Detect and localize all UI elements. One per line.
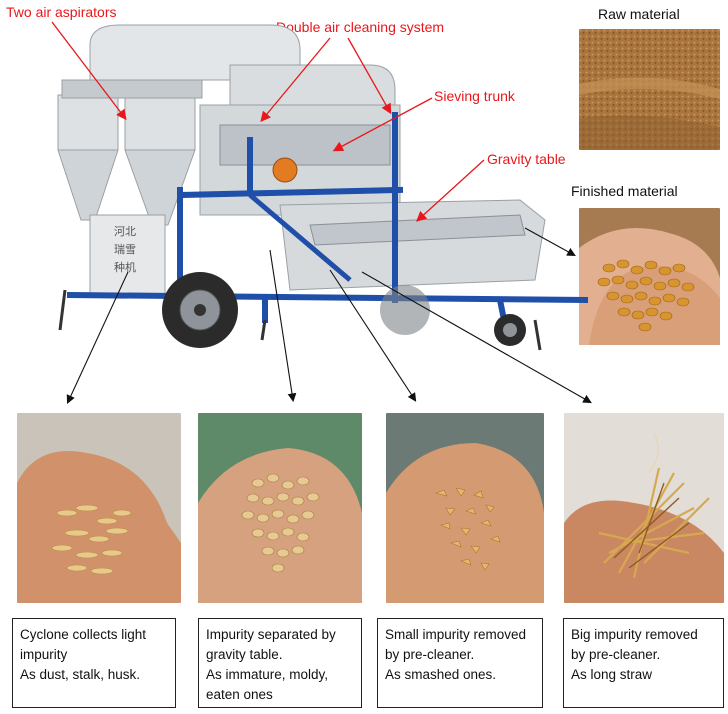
caption-gravity-line-2: gravity table. bbox=[206, 647, 283, 662]
caption-gravity-line-4: eaten ones bbox=[206, 687, 273, 702]
impurity-photo-small bbox=[386, 413, 544, 603]
caption-gravity-line-3: As immature, moldy, bbox=[206, 667, 329, 682]
caption-gravity: Impurity separated by gravity table. As … bbox=[198, 618, 362, 708]
caption-big-line-3: As long straw bbox=[571, 667, 653, 682]
caption-small-line-3: As smashed ones. bbox=[385, 667, 497, 682]
caption-big-line-2: by pre-cleaner. bbox=[571, 647, 661, 662]
label-sieving-trunk: Sieving trunk bbox=[434, 88, 515, 104]
caption-small-line-2: by pre-cleaner. bbox=[385, 647, 475, 662]
caption-small-line-1: Small impurity removed bbox=[385, 627, 527, 642]
caption-gravity-line-1: Impurity separated by bbox=[206, 627, 336, 642]
caption-cyclone-line-1: Cyclone collects light bbox=[20, 627, 147, 642]
machine-sign-line-1: 河北 bbox=[114, 225, 136, 238]
impurity-photo-big bbox=[564, 413, 724, 603]
machine-sign-line-2: 瑞雪 bbox=[114, 242, 136, 256]
caption-small: Small impurity removed by pre-cleaner. A… bbox=[377, 618, 543, 708]
caption-cyclone-line-3: As dust, stalk, husk. bbox=[20, 667, 141, 682]
caption-cyclone-line-2: impurity bbox=[20, 647, 68, 662]
caption-big: Big impurity removed by pre-cleaner. As … bbox=[563, 618, 724, 708]
finished-material-photo bbox=[579, 208, 720, 345]
seed-cleaner-machine: 河北 瑞雪 种机 bbox=[50, 20, 590, 355]
label-double-air-cleaning: Double air cleaning system bbox=[276, 19, 445, 35]
caption-big-line-1: Big impurity removed bbox=[571, 627, 698, 642]
raw-material-photo bbox=[579, 29, 720, 150]
label-two-air-aspirators: Two air aspirators bbox=[6, 4, 117, 20]
label-finished-material: Finished material bbox=[571, 183, 678, 199]
impurity-photo-gravity bbox=[198, 413, 362, 603]
impurity-photo-cyclone bbox=[17, 413, 181, 603]
label-gravity-table: Gravity table bbox=[487, 151, 566, 167]
label-raw-material: Raw material bbox=[598, 6, 680, 22]
caption-cyclone: Cyclone collects light impurity As dust,… bbox=[12, 618, 176, 708]
machine-sign-line-3: 种机 bbox=[114, 260, 136, 274]
